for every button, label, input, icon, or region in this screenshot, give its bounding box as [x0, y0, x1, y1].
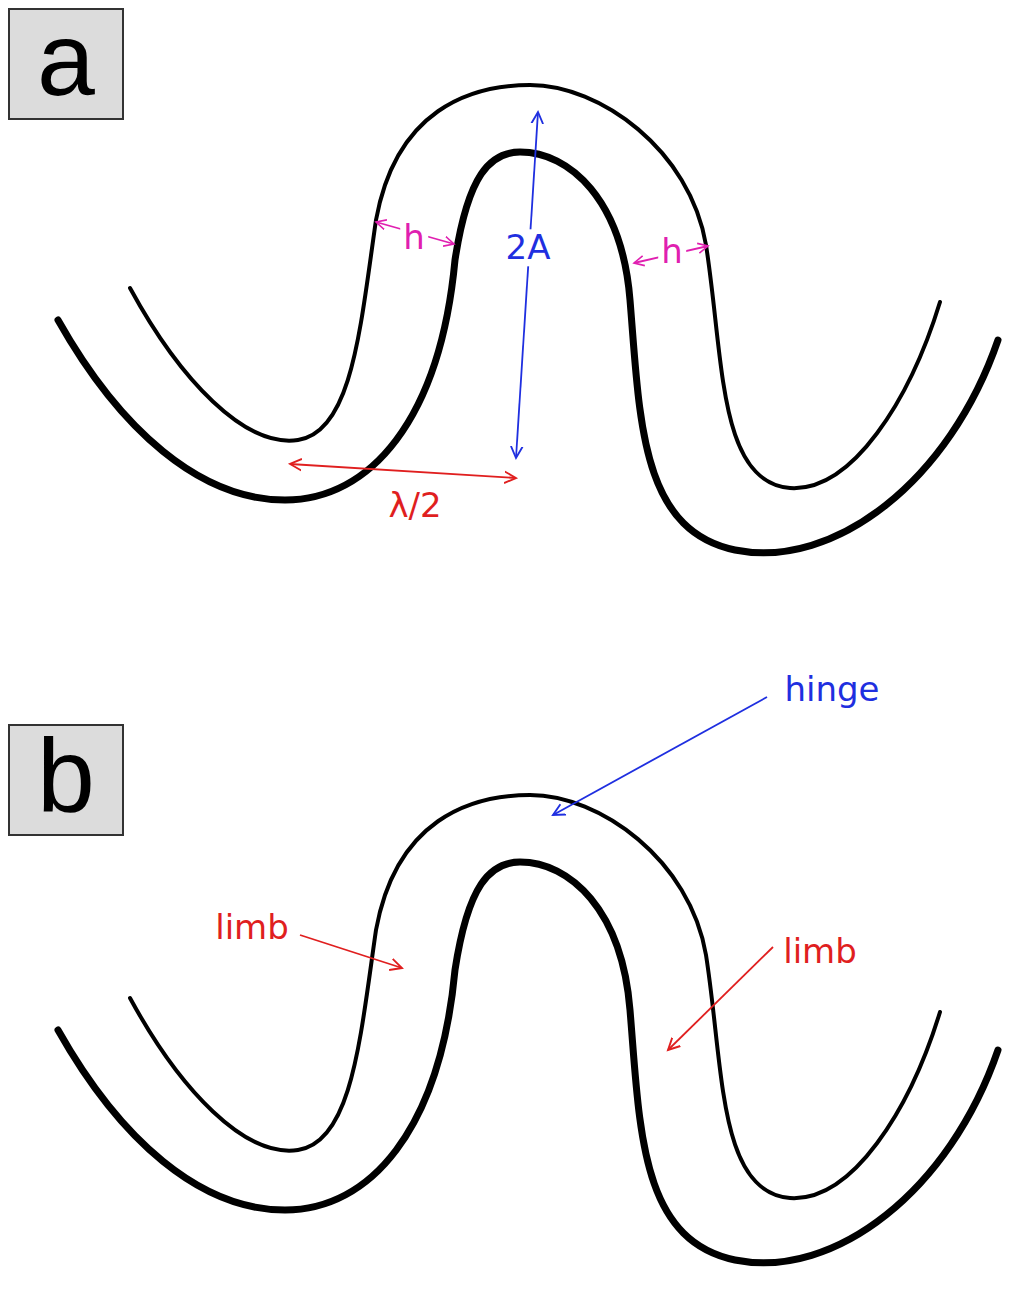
panel-letter: b — [37, 723, 95, 827]
wavelength-arrow — [290, 464, 516, 478]
fold-a — [58, 85, 998, 553]
panel-label-box: a — [8, 8, 124, 120]
leader-line — [300, 935, 402, 968]
thickness-label: h — [400, 219, 428, 256]
leader-line — [668, 947, 773, 1050]
limb-label: limb — [212, 909, 292, 946]
leader-line — [553, 697, 767, 815]
fold-b — [58, 795, 998, 1263]
amplitude-arrow — [516, 112, 538, 458]
panel-letter: a — [37, 7, 95, 111]
amplitude-label: 2A — [503, 229, 554, 266]
wavelength-label: λ/2 — [385, 487, 444, 524]
thickness-label: h — [658, 233, 686, 270]
panel-label-box: b — [8, 724, 124, 836]
limb-label: limb — [780, 933, 860, 970]
hinge-label: hinge — [781, 671, 882, 708]
